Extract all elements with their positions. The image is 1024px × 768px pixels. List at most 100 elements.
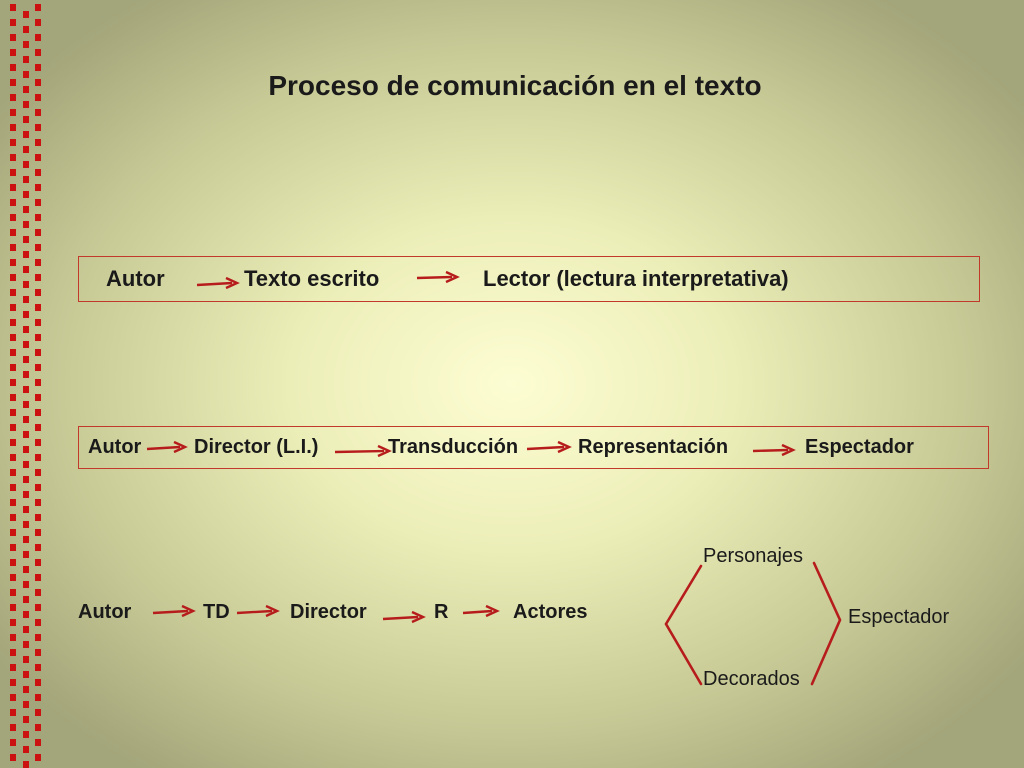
border-square [35,574,41,581]
border-square [35,244,41,251]
border-square [23,551,29,558]
border-square [35,274,41,281]
border-square [35,634,41,641]
border-square [23,641,29,648]
border-square [35,484,41,491]
border-square [35,424,41,431]
branch-decorados: Decorados [703,668,800,690]
border-square [10,169,16,176]
border-square [23,311,29,318]
border-square [35,679,41,686]
border-square [23,356,29,363]
border-square [10,139,16,146]
border-square [23,251,29,258]
border-square [10,634,16,641]
border-square [23,581,29,588]
border-square [35,544,41,551]
row1-texto-escrito: Texto escrito [244,266,380,291]
border-square [10,184,16,191]
border-square [23,161,29,168]
border-square [10,19,16,26]
border-square [10,259,16,266]
border-square [10,304,16,311]
border-square [35,64,41,71]
border-square [35,439,41,446]
border-square [10,424,16,431]
border-square [35,334,41,341]
border-square [10,274,16,281]
border-square [23,206,29,213]
border-square [23,41,29,48]
border-square [23,566,29,573]
border-square [23,401,29,408]
border-square [23,536,29,543]
border-square [23,746,29,753]
row3-autor: Autor [78,601,132,623]
border-square [23,131,29,138]
border-square [23,506,29,513]
border-square [10,94,16,101]
row3-actores: Actores [513,601,588,623]
border-square [35,739,41,746]
border-square [35,559,41,566]
border-square [35,49,41,56]
border-square [35,364,41,371]
border-square [23,191,29,198]
arrow-icon [152,604,196,618]
border-square [10,694,16,701]
border-square [10,619,16,626]
arrow-icon [752,443,796,457]
border-square [35,4,41,11]
row2-autor: Autor [88,436,142,458]
border-square [10,4,16,11]
border-square [35,664,41,671]
row2-transduccion: Transducción [388,436,519,458]
row2-box [78,426,989,469]
border-square [10,79,16,86]
border-square [10,544,16,551]
arrow-icon [526,440,572,454]
border-square [35,214,41,221]
border-square [23,341,29,348]
border-square [10,199,16,206]
border-square [35,409,41,416]
border-square [10,334,16,341]
row2-director: Director (L.I.) [194,436,319,458]
border-square [35,394,41,401]
arrow-icon [146,440,188,454]
border-square [23,86,29,93]
slide-title: Proceso de comunicación en el texto [268,70,762,101]
border-square [23,236,29,243]
border-square [35,379,41,386]
border-square [23,656,29,663]
row3-director: Director [290,601,367,623]
border-square [10,664,16,671]
border-square [10,709,16,716]
border-square [23,371,29,378]
border-square [10,559,16,566]
border-square [35,589,41,596]
border-square [10,154,16,161]
border-square [23,461,29,468]
border-square [35,604,41,611]
border-square [35,109,41,116]
border-square [23,326,29,333]
border-square [35,709,41,716]
border-square [23,446,29,453]
border-square [35,619,41,626]
row1-autor: Autor [106,266,165,291]
border-square [10,604,16,611]
border-square [35,514,41,521]
border-square [35,469,41,476]
border-square [23,281,29,288]
border-square [10,379,16,386]
border-square [23,491,29,498]
border-square [23,116,29,123]
row3-r: R [434,601,449,623]
arrow-icon [334,444,392,458]
arrow-icon [236,604,280,618]
border-square [35,754,41,761]
border-square [23,101,29,108]
border-square [10,499,16,506]
